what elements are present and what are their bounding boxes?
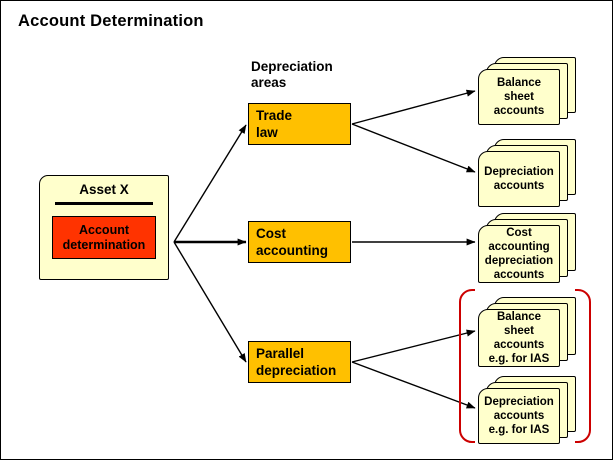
group-outline-top-mask <box>475 285 575 293</box>
area-box-cost-accounting-line-2: accounting <box>256 243 329 258</box>
arrow-account-to-trade-law <box>173 124 247 243</box>
arrow-account-to-parallel <box>173 241 247 363</box>
area-box-trade-law-line-1: Trade <box>256 108 293 123</box>
area-box-parallel-depreciation-line-2: depreciation <box>256 363 337 378</box>
asset-divider <box>55 202 153 205</box>
area-box-parallel-depreciation-line-1: Parallel <box>256 346 305 361</box>
account-determination-line-1: Account <box>79 222 129 237</box>
asset-note[interactable]: Asset X Account determination <box>39 175 169 280</box>
page-title: Account Determination <box>18 12 204 30</box>
area-box-trade-law[interactable]: Trade law <box>248 103 351 145</box>
account-determination-line-2: determination <box>62 237 146 252</box>
arrow-trade-to-depreciation <box>351 123 476 173</box>
account-determination-box[interactable]: Account determination <box>52 216 156 259</box>
area-box-cost-accounting[interactable]: Cost accounting <box>248 221 351 263</box>
caption-line-2: areas <box>251 75 287 90</box>
area-box-parallel-depreciation[interactable]: Parallel depreciation <box>248 341 351 383</box>
arrow-parallel-to-balance-ias <box>351 329 476 363</box>
caption-depreciation-areas: Depreciation areas <box>251 59 333 91</box>
arrow-trade-to-balance-sheet <box>351 89 476 125</box>
asset-label: Asset X <box>79 182 129 197</box>
area-box-trade-law-line-2: law <box>256 125 278 140</box>
arrow-parallel-to-depreciation-ias <box>351 361 476 409</box>
caption-line-1: Depreciation <box>251 59 333 74</box>
area-box-cost-accounting-line-1: Cost <box>256 226 286 241</box>
